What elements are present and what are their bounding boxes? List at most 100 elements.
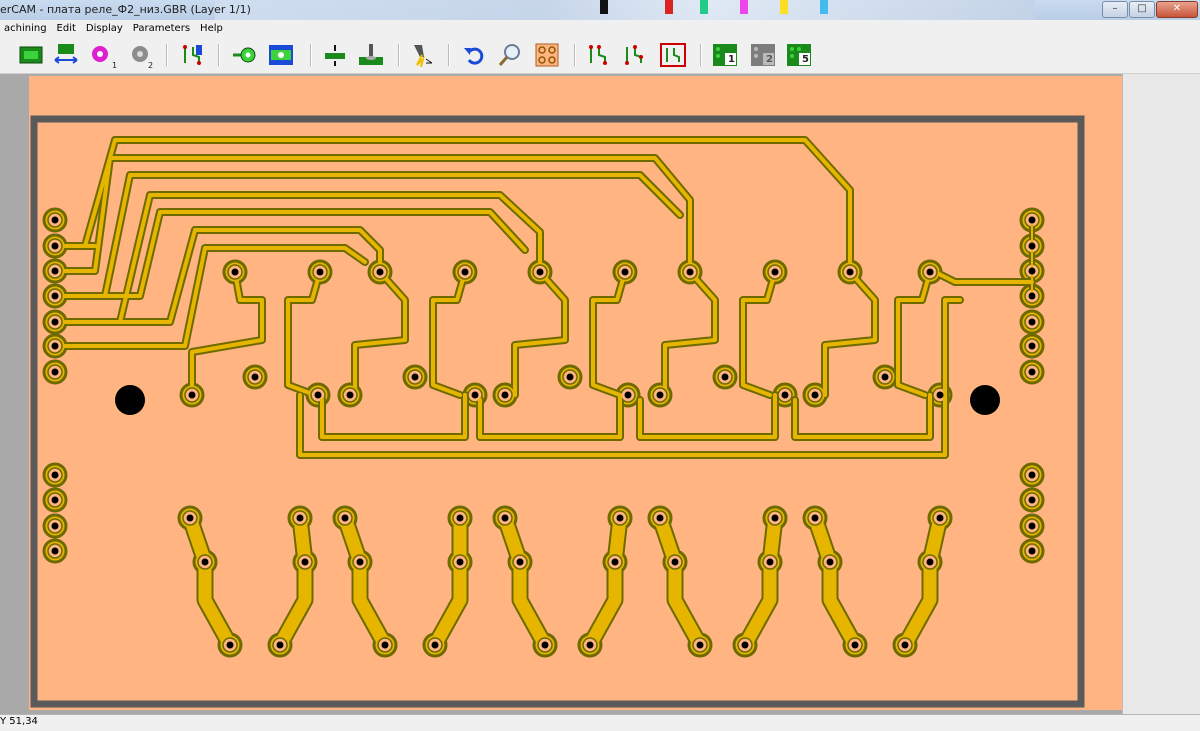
drill-hole — [1028, 471, 1036, 479]
menu-edit[interactable]: Edit — [56, 23, 76, 34]
laser-icon — [414, 45, 433, 67]
drill-hole — [456, 558, 464, 566]
color-swatch — [700, 0, 708, 14]
drill-hole — [51, 216, 59, 224]
drill-hole — [616, 514, 624, 522]
workspace — [0, 74, 1200, 714]
pass-5-badge: 5 — [802, 54, 809, 65]
close-button[interactable]: ✕ — [1156, 1, 1198, 18]
drill-hole — [516, 558, 524, 566]
drill-hole — [826, 558, 834, 566]
minimize-button[interactable]: – — [1102, 1, 1128, 18]
contour-button[interactable] — [268, 43, 294, 67]
pcb-view-button[interactable] — [534, 43, 560, 67]
laser-button[interactable] — [410, 43, 436, 67]
layer-1-badge: 1 — [112, 61, 118, 70]
color-swatch — [600, 0, 608, 14]
undo-button[interactable] — [462, 43, 488, 67]
drill-hole — [771, 268, 779, 276]
drill-hole — [621, 268, 629, 276]
tracks-icon — [183, 45, 202, 65]
drill-hole — [536, 268, 544, 276]
trace-fill — [338, 511, 392, 652]
path-2-button[interactable] — [622, 43, 648, 67]
path-3-button[interactable] — [660, 43, 686, 67]
trace-fill — [793, 393, 932, 439]
path-1-button[interactable] — [586, 43, 612, 67]
layer-2-button[interactable] — [128, 43, 154, 67]
pcb-drawing[interactable] — [29, 76, 1122, 710]
drill-hole — [1028, 318, 1036, 326]
pass-1-button[interactable] — [712, 43, 738, 67]
pass-icon — [713, 44, 737, 66]
drill-hole — [356, 558, 364, 566]
drill-hole — [231, 268, 239, 276]
trace-fill — [513, 270, 567, 397]
drill-hole — [1028, 216, 1036, 224]
trace-fill — [583, 511, 627, 652]
trace-fill — [591, 270, 627, 397]
trace-fill — [663, 270, 717, 397]
drill-hole — [51, 547, 59, 555]
pass-2-badge: 2 — [766, 54, 773, 65]
drill-hole — [881, 373, 889, 381]
pass-5-button[interactable] — [786, 43, 812, 67]
menu-parameters[interactable]: Parameters — [132, 23, 191, 34]
mill-tool-button[interactable] — [358, 43, 384, 67]
trace-fill — [53, 228, 382, 324]
trace-fill — [53, 156, 692, 274]
drill-hole — [811, 514, 819, 522]
drill-hole — [301, 558, 309, 566]
color-swatch — [665, 0, 673, 14]
drill-hole — [341, 514, 349, 522]
pass-2-button[interactable] — [750, 43, 776, 67]
drill-hole — [501, 391, 509, 399]
maximize-button[interactable]: □ — [1129, 1, 1155, 18]
drill-hole — [51, 342, 59, 350]
mill-center-button[interactable] — [322, 43, 348, 67]
drill-hole — [1028, 368, 1036, 376]
trace-fill — [273, 511, 312, 652]
drill-tracks-button[interactable] — [180, 43, 206, 67]
drill-hole — [1028, 292, 1036, 300]
drill-hole — [471, 391, 479, 399]
status-bar: Y 51,34 — [0, 714, 1200, 731]
trace-fill — [53, 246, 367, 348]
trace-fill — [286, 270, 322, 397]
board-icon — [19, 46, 43, 64]
drill-hole — [624, 391, 632, 399]
color-swatch — [780, 0, 788, 14]
gray-circle-icon — [132, 46, 148, 62]
menu-help[interactable]: Help — [200, 23, 223, 34]
drill-hole — [851, 641, 859, 649]
drill-hole — [1028, 267, 1036, 275]
drill-hole — [226, 641, 234, 649]
drill-hole — [1028, 547, 1036, 555]
drill-hole — [741, 641, 749, 649]
right-panel — [1122, 74, 1200, 714]
board-view-button[interactable] — [18, 43, 44, 67]
zoom-button[interactable] — [498, 43, 524, 67]
path-icon — [625, 45, 643, 65]
drill-hole — [296, 514, 304, 522]
drill-hole — [51, 267, 59, 275]
drill-hole — [51, 242, 59, 250]
layer-1-button[interactable] — [88, 43, 114, 67]
menu-machining[interactable]: achining — [4, 23, 47, 34]
trace-fill — [320, 393, 467, 439]
board-size-button[interactable] — [53, 43, 79, 67]
pcb-canvas[interactable] — [29, 76, 1122, 710]
trace-fills — [47, 138, 1040, 653]
magnifier-icon — [498, 44, 520, 66]
drill-hole — [51, 292, 59, 300]
drill-hole — [188, 391, 196, 399]
pad-isolation-button[interactable] — [232, 43, 258, 67]
drill-hole — [251, 373, 259, 381]
trace-fill — [653, 511, 707, 652]
menu-display[interactable]: Display — [85, 23, 123, 34]
pass-icon — [751, 44, 775, 66]
drill-hole — [381, 641, 389, 649]
drill-hole — [314, 391, 322, 399]
drill-hole — [346, 391, 354, 399]
drill-hole — [1028, 342, 1036, 350]
